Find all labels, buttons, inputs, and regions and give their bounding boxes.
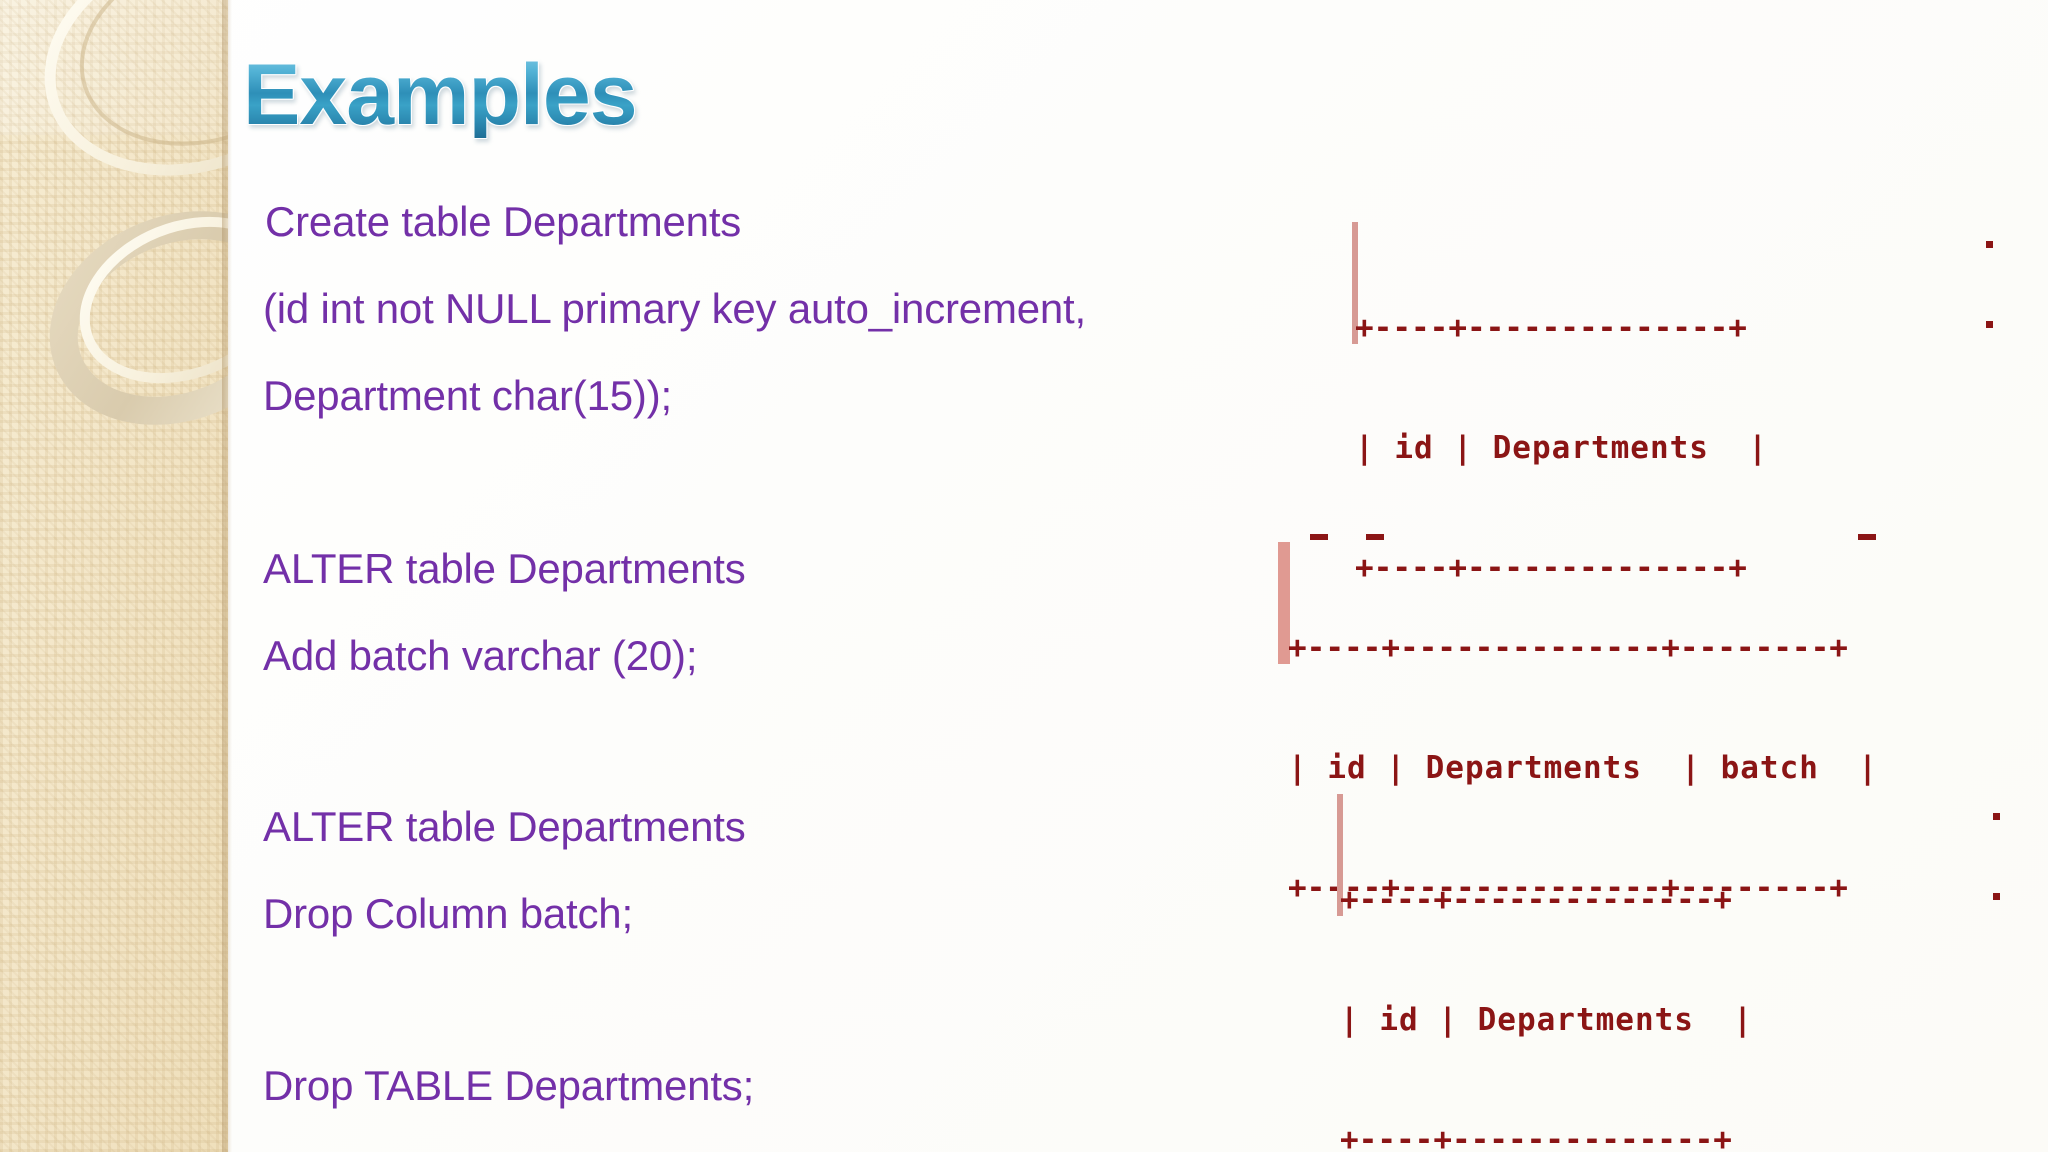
page-title: Examples	[243, 47, 638, 143]
sidebar-top-highlight-block	[0, 0, 228, 135]
sql-line-alter-table-drop: ALTER table Departments	[263, 803, 746, 850]
table-3-top-rule: +----+--------------+	[1340, 882, 1732, 918]
table-1-top-rule: +----+--------------+	[1355, 310, 1747, 346]
sql-line-create-columns: (id int not NULL primary key auto_increm…	[263, 285, 1086, 332]
table-3-bottom-right-artifact	[1993, 893, 2000, 900]
sql-line-drop-table: Drop TABLE Departments;	[263, 1062, 755, 1109]
sql-line-alter-table-add: ALTER table Departments	[263, 545, 746, 592]
table-2-stray-dash-3	[1858, 534, 1876, 540]
table-1-bottom-right-artifact	[1986, 321, 1993, 328]
table-2-stray-dash-2	[1366, 534, 1384, 540]
table-3-bottom-rule: +----+--------------+	[1340, 1122, 1732, 1152]
table-1-left-accent-bar	[1352, 222, 1358, 344]
sql-line-add-batch: Add batch varchar (20);	[263, 632, 698, 679]
table-3-header-row: | id | Departments |	[1340, 1002, 1753, 1038]
table-3-left-accent-bar	[1337, 794, 1343, 916]
sidebar-shadow-edge	[222, 0, 232, 1152]
table-2-bottom-rule: +----+--------------+--------+	[1288, 870, 1848, 906]
table-2-top-rule: +----+--------------+--------+	[1288, 630, 1848, 666]
mysql-output-table-3: +----+--------------+ | id | Departments…	[1340, 800, 1753, 1152]
decorative-sidebar	[0, 0, 228, 1152]
table-2-header-row: | id | Departments | batch |	[1288, 750, 1878, 786]
sql-line-drop-column-batch: Drop Column batch;	[263, 890, 633, 937]
sidebar-ring-graphic	[44, 0, 228, 425]
table-2-stray-dash-1	[1310, 534, 1328, 540]
table-1-top-right-artifact	[1986, 241, 1993, 248]
mysql-output-table-1: +----+--------------+ | id | Departments…	[1355, 228, 1768, 668]
sql-line-create-department-char: Department char(15));	[263, 372, 672, 419]
table-3-top-right-artifact	[1993, 813, 2000, 820]
sql-line-create-table: Create table Departments	[265, 198, 742, 245]
mysql-output-table-2: +----+--------------+--------+ | id | De…	[1288, 548, 1878, 988]
table-2-left-accent-bar	[1278, 542, 1290, 664]
table-1-header-row: | id | Departments |	[1355, 430, 1768, 466]
table-1-bottom-rule: +----+--------------+	[1355, 550, 1747, 586]
